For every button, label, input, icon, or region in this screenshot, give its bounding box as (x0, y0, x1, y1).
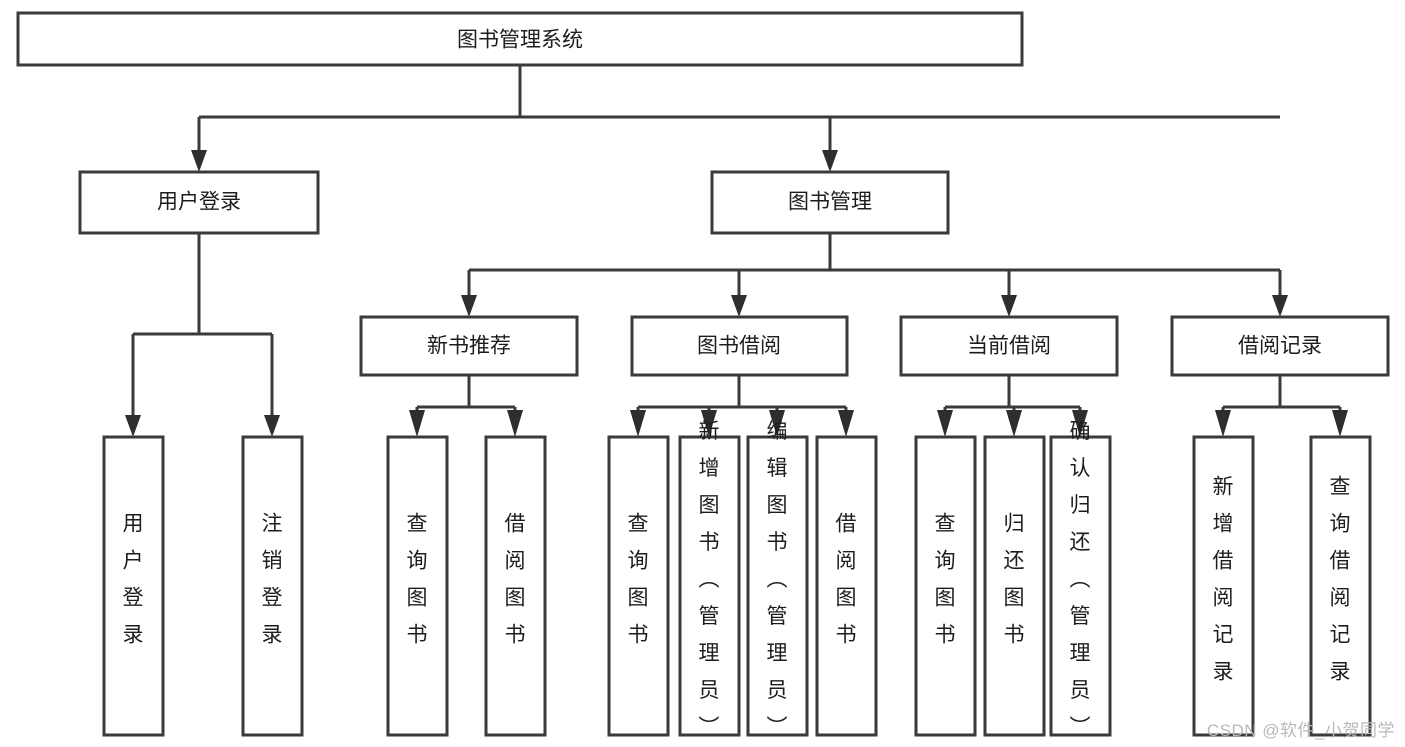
connector-borrowrecord-to-leaves (1215, 375, 1348, 437)
node-borrow-record-label: 借阅记录 (1238, 335, 1322, 358)
connector-currentborrow-to-leaves (937, 375, 1088, 437)
leaf-book-borrow-borrow-box[interactable] (815, 435, 878, 737)
leaf-user-login-logout[interactable]: 注销登录 (241, 435, 304, 737)
node-user-login-box[interactable] (78, 170, 320, 235)
node-root[interactable]: 图书管理系统 (16, 11, 1024, 67)
node-new-book-recommend-box[interactable] (359, 315, 579, 377)
connector-bookmgmt-to-level3 (461, 233, 1288, 317)
node-root-box[interactable] (16, 11, 1024, 67)
leaf-new-book-borrow-box[interactable] (484, 435, 547, 737)
leaf-current-borrow-return-box[interactable] (983, 435, 1046, 737)
leaf-borrow-record-query[interactable]: 查询借阅记录 (1309, 435, 1372, 737)
leaf-borrow-record-query-box[interactable] (1309, 435, 1372, 737)
leaf-book-borrow-add-label: 新增图书︵管理员︶ (699, 420, 720, 739)
node-current-borrow-box[interactable] (899, 315, 1119, 377)
leaf-borrow-record-add-box[interactable] (1192, 435, 1255, 737)
node-current-borrow[interactable]: 当前借阅 (899, 315, 1119, 377)
leaf-borrow-record-add-label: 新增借阅记录 (1213, 476, 1234, 684)
leaf-current-borrow-confirm[interactable]: 确认归还︵管理员︶ (1049, 420, 1112, 739)
leaf-current-borrow-confirm-box[interactable] (1049, 435, 1112, 737)
node-book-borrow-label: 图书借阅 (697, 335, 781, 358)
leaf-book-borrow-query-box[interactable] (607, 435, 670, 737)
leaf-new-book-query-label: 查询图书 (407, 513, 428, 647)
leaf-current-borrow-return-label: 归还图书 (1004, 513, 1025, 647)
leaf-borrow-record-add[interactable]: 新增借阅记录 (1192, 435, 1255, 737)
node-root-label: 图书管理系统 (457, 29, 583, 52)
leaf-book-borrow-edit[interactable]: 编辑图书︵管理员︶ (746, 420, 809, 739)
leaf-new-book-borrow-label: 借阅图书 (505, 513, 526, 647)
leaf-current-borrow-return[interactable]: 归还图书 (983, 435, 1046, 737)
node-new-book-recommend-label: 新书推荐 (427, 335, 511, 358)
leaf-current-borrow-query-label: 查询图书 (935, 513, 956, 647)
node-borrow-record[interactable]: 借阅记录 (1170, 315, 1390, 377)
leaf-new-book-borrow[interactable]: 借阅图书 (484, 435, 547, 737)
leaf-user-login-login-label: 用户登录 (123, 513, 144, 647)
leaf-user-login-login[interactable]: 用户登录 (102, 435, 165, 737)
leaf-current-borrow-query[interactable]: 查询图书 (914, 435, 977, 737)
connector-bookborrow-to-leaves (630, 375, 854, 437)
leaf-user-login-logout-label: 注销登录 (262, 513, 283, 647)
node-borrow-record-box[interactable] (1170, 315, 1390, 377)
node-book-management-box[interactable] (710, 170, 950, 235)
leaf-book-borrow-add-box[interactable] (678, 435, 741, 737)
leaf-book-borrow-query[interactable]: 查询图书 (607, 435, 670, 737)
leaf-book-borrow-add[interactable]: 新增图书︵管理员︶ (678, 420, 741, 739)
node-user-login[interactable]: 用户登录 (78, 170, 320, 235)
leaf-book-borrow-borrow[interactable]: 借阅图书 (815, 435, 878, 737)
leaf-book-borrow-edit-box[interactable] (746, 435, 809, 737)
leaf-book-borrow-edit-label: 编辑图书︵管理员︶ (767, 420, 788, 739)
node-current-borrow-label: 当前借阅 (967, 335, 1051, 358)
connector-userlogin-to-leaves (125, 233, 280, 437)
connector-root-to-level2 (191, 65, 1280, 172)
node-book-borrow-box[interactable] (630, 315, 849, 377)
node-book-management[interactable]: 图书管理 (710, 170, 950, 235)
connector-newbook-to-leaves (409, 375, 523, 437)
leaf-book-borrow-borrow-label: 借阅图书 (836, 513, 857, 647)
node-new-book-recommend[interactable]: 新书推荐 (359, 315, 579, 377)
leaf-current-borrow-confirm-label: 确认归还︵管理员︶ (1070, 420, 1091, 739)
leaf-new-book-query-box[interactable] (386, 435, 449, 737)
leaf-user-login-login-box[interactable] (102, 435, 165, 737)
leaf-user-login-logout-box[interactable] (241, 435, 304, 737)
node-user-login-label: 用户登录 (157, 191, 241, 214)
node-book-management-label: 图书管理 (788, 191, 872, 214)
leaf-new-book-query[interactable]: 查询图书 (386, 435, 449, 737)
leaf-book-borrow-query-label: 查询图书 (628, 513, 649, 647)
leaf-current-borrow-query-box[interactable] (914, 435, 977, 737)
leaf-borrow-record-query-label: 查询借阅记录 (1330, 476, 1351, 684)
node-book-borrow[interactable]: 图书借阅 (630, 315, 849, 377)
